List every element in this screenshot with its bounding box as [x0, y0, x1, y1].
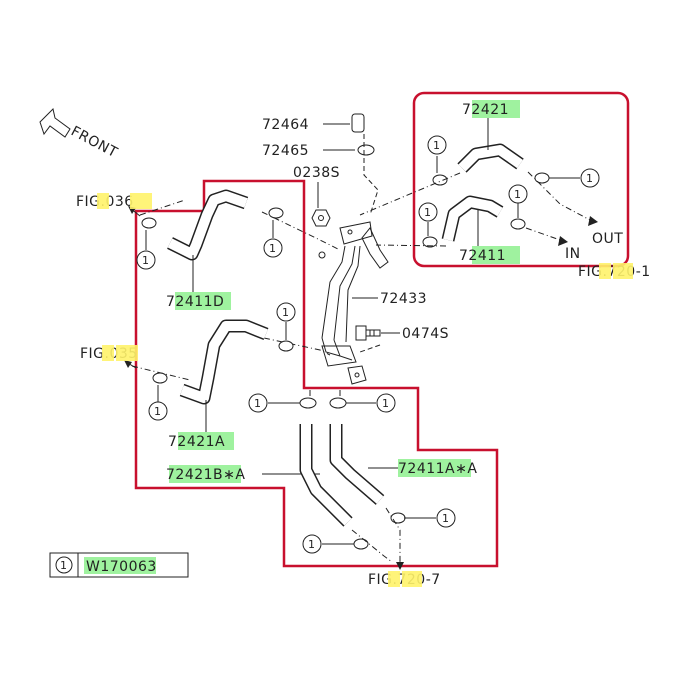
part-label-72433: 72433	[380, 291, 427, 307]
small-clamp-icon	[357, 144, 375, 156]
callout-circle: 1	[302, 534, 322, 554]
part-label-72411a: 72411A∗A	[398, 461, 477, 477]
callout-circle: 1	[508, 184, 528, 204]
part-label-72421b: 72421B∗A	[166, 467, 245, 483]
callout-circle: 1	[248, 393, 268, 413]
part-label-0238s: 0238S	[293, 165, 340, 181]
svg-text:1: 1	[433, 139, 440, 152]
hose-clamp-icon	[152, 340, 294, 384]
left-group-outline	[134, 179, 499, 568]
svg-text:1: 1	[154, 405, 161, 418]
svg-text:1: 1	[142, 254, 149, 267]
legend-part-number: W170063	[86, 559, 157, 575]
legend-number: 1	[60, 559, 67, 572]
right-group-outline	[412, 91, 630, 268]
nut-icon	[311, 209, 331, 227]
svg-text:1: 1	[308, 538, 315, 551]
part-label-0474s: 0474S	[402, 326, 449, 342]
callout-circle: 1	[418, 202, 438, 222]
hose-72411	[441, 195, 504, 242]
front-arrow-icon	[39, 108, 71, 138]
hose-clamp-icon	[141, 207, 284, 229]
svg-text:1: 1	[254, 397, 261, 410]
hose-72411d	[167, 189, 249, 261]
svg-text:1: 1	[382, 397, 389, 410]
part-label-72411: 72411	[459, 248, 506, 264]
callout-circle: 1	[263, 238, 283, 258]
pipe-bracket-assembly	[318, 221, 389, 385]
part-label-72421a: 72421A	[168, 434, 225, 450]
front-label: FRONT	[68, 123, 120, 161]
callout-circle: 1	[436, 508, 456, 528]
callout-circle: 1	[427, 135, 447, 155]
svg-text:1: 1	[514, 188, 521, 201]
part-label-72465: 72465	[262, 143, 309, 159]
hose-72421b	[299, 424, 353, 527]
callout-circle: 1	[148, 401, 168, 421]
callout-circle: 1	[376, 393, 396, 413]
bolt-icon	[355, 325, 381, 341]
callout-circle: 1	[136, 250, 156, 270]
plug-icon	[351, 113, 365, 133]
part-label-72411d: 72411D	[166, 294, 224, 310]
callout-circle: 1	[276, 302, 296, 322]
part-label-72464: 72464	[262, 117, 309, 133]
svg-text:1: 1	[586, 172, 593, 185]
svg-text:1: 1	[269, 242, 276, 255]
hose-clamp-icon	[422, 172, 550, 248]
svg-text:1: 1	[424, 206, 431, 219]
flow-in-label: IN	[565, 246, 581, 262]
hose-72421a	[179, 319, 269, 405]
svg-text:1: 1	[442, 512, 449, 525]
svg-text:1: 1	[282, 306, 289, 319]
legend-table: 1 W170063	[49, 552, 189, 578]
hose-72421	[457, 143, 524, 173]
flow-out-label: OUT	[592, 231, 623, 247]
callout-circle: 1	[580, 168, 600, 188]
hose-72411a	[329, 424, 385, 505]
part-label-72421: 72421	[462, 102, 509, 118]
